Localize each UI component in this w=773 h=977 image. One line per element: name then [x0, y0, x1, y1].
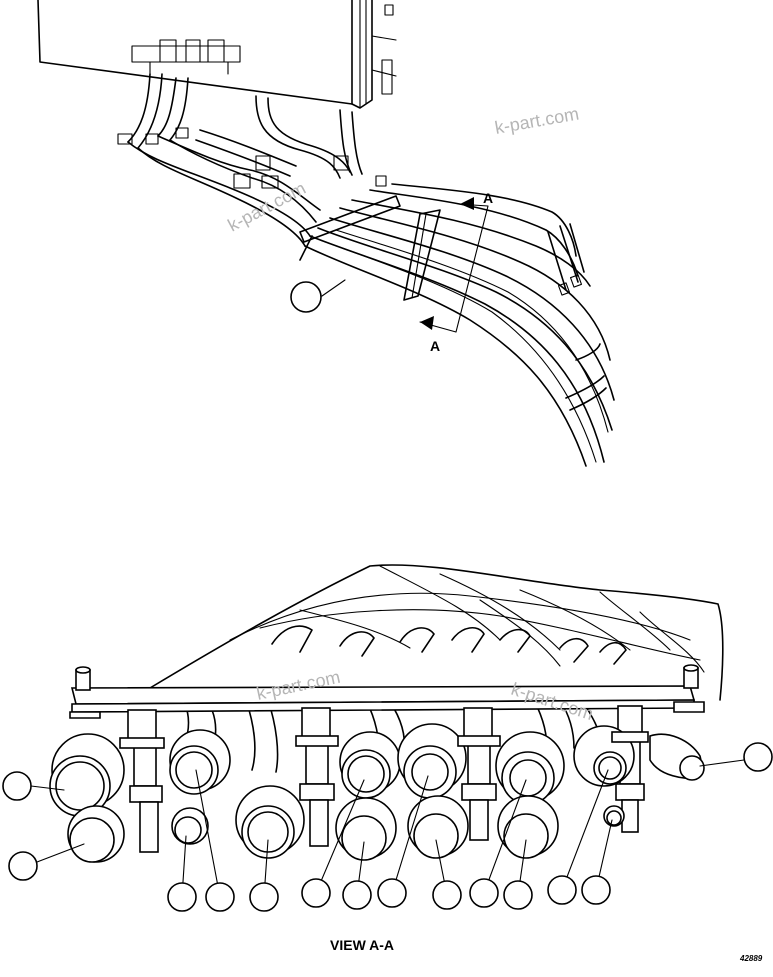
- section-line-a: A A: [419, 190, 493, 354]
- callout-balloon: [167, 882, 197, 912]
- callout-balloons: [2, 742, 773, 912]
- callout-balloon: [205, 882, 235, 912]
- view-label: VIEW A-A: [330, 937, 394, 953]
- upper-hoses: [127, 73, 615, 467]
- upper-assembly-view: A A: [37, 0, 615, 467]
- callout-balloon: [503, 880, 533, 910]
- callout-balloon: [547, 875, 577, 905]
- upper-fittings: [117, 127, 387, 189]
- watermark-text: k-part.com: [493, 103, 580, 137]
- callout-balloon: [581, 875, 611, 905]
- callout-balloon: [2, 771, 32, 801]
- callout-balloon: [249, 882, 279, 912]
- callout-balloon: [290, 281, 322, 313]
- callout-balloon: [743, 742, 773, 772]
- hose-bundle-background: [149, 564, 724, 701]
- bracket-studs: [127, 705, 645, 853]
- callout-balloon: [469, 878, 499, 908]
- callout-balloon: [342, 880, 372, 910]
- hose-fittings: [49, 723, 705, 863]
- callout-balloon: [432, 880, 462, 910]
- view-a-a: VIEW A-A: [2, 564, 773, 953]
- bracket-nuts: [119, 731, 649, 749]
- section-marker-a-bottom: A: [430, 338, 440, 354]
- leader-lines: [30, 759, 745, 898]
- mounting-bar: [69, 664, 705, 719]
- watermark-text: k-part.com: [224, 178, 308, 236]
- callout-balloon: [301, 878, 331, 908]
- drawing-number: 42889: [739, 954, 763, 963]
- valve-box: [37, 0, 373, 109]
- callout-balloon: [8, 851, 38, 881]
- callout-balloon: [377, 878, 407, 908]
- section-marker-a-top: A: [483, 190, 493, 206]
- upper-clamps: [299, 195, 441, 301]
